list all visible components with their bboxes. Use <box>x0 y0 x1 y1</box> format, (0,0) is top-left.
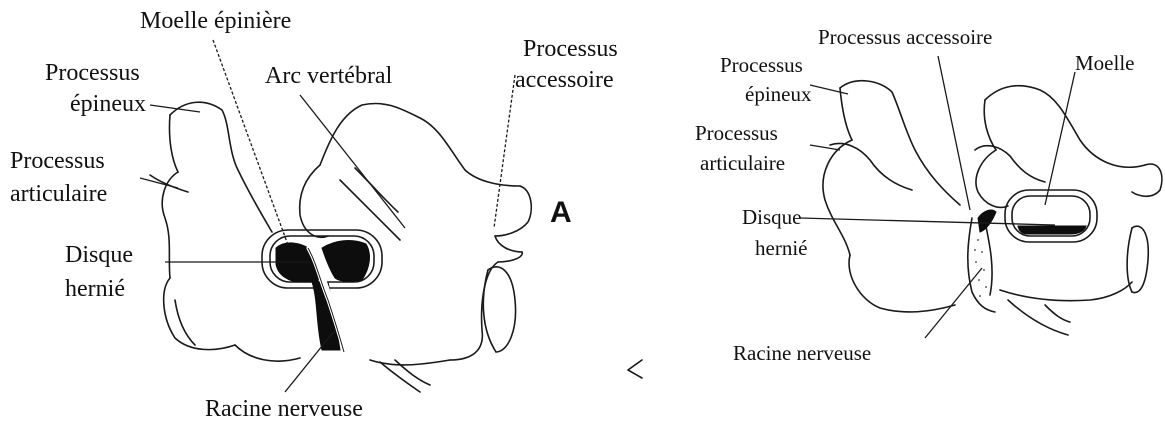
figure-b: Processus accessoire Moelle Processus ép… <box>695 25 1162 365</box>
label-processus-accessoire-line2: accessoire <box>515 67 614 93</box>
figure-a-leaders <box>140 40 515 392</box>
label-arc-vertebral: Arc vertébral <box>265 63 393 89</box>
label-processus-epineux-line2: épineux <box>70 91 146 117</box>
label-b-disque-hernie-line2: hernié <box>755 236 807 260</box>
label-moelle-epiniere: Moelle épinière <box>140 8 291 34</box>
figure-a: Moelle épinière Processus épineux Arc ve… <box>10 8 642 422</box>
panel-letter-a: A <box>550 196 572 229</box>
label-b-disque-hernie-line1: Disque <box>742 205 802 229</box>
label-b-processus-articulaire-line2: articulaire <box>700 151 785 175</box>
label-disque-hernie-line2: hernié <box>65 276 125 302</box>
label-b-processus-epineux-line1: Processus <box>720 53 803 77</box>
label-disque-hernie-line1: Disque <box>65 242 133 268</box>
label-b-racine-nerveuse: Racine nerveuse <box>733 341 871 365</box>
label-b-processus-articulaire-line1: Processus <box>695 121 778 145</box>
figure-b-vertebrae <box>823 81 1162 335</box>
figure-b-labels: Processus accessoire Moelle Processus ép… <box>695 25 1134 365</box>
figure-a-labels: Moelle épinière Processus épineux Arc ve… <box>10 8 618 422</box>
label-racine-nerveuse: Racine nerveuse <box>205 396 363 422</box>
label-processus-accessoire-line1: Processus <box>523 36 618 62</box>
figure-b-disc-stipple <box>974 239 987 297</box>
label-b-processus-epineux-line2: épineux <box>745 82 812 106</box>
label-processus-articulaire-line1: Processus <box>10 148 105 174</box>
figure-b-spinal-canal <box>1005 190 1097 242</box>
label-b-processus-accessoire: Processus accessoire <box>818 25 992 49</box>
label-b-moelle: Moelle <box>1075 51 1134 75</box>
label-processus-epineux-line1: Processus <box>45 60 140 86</box>
figure-a-herniated-disc <box>276 241 369 352</box>
figure-a-corner-mark <box>628 360 642 378</box>
label-processus-articulaire-line2: articulaire <box>10 181 107 207</box>
